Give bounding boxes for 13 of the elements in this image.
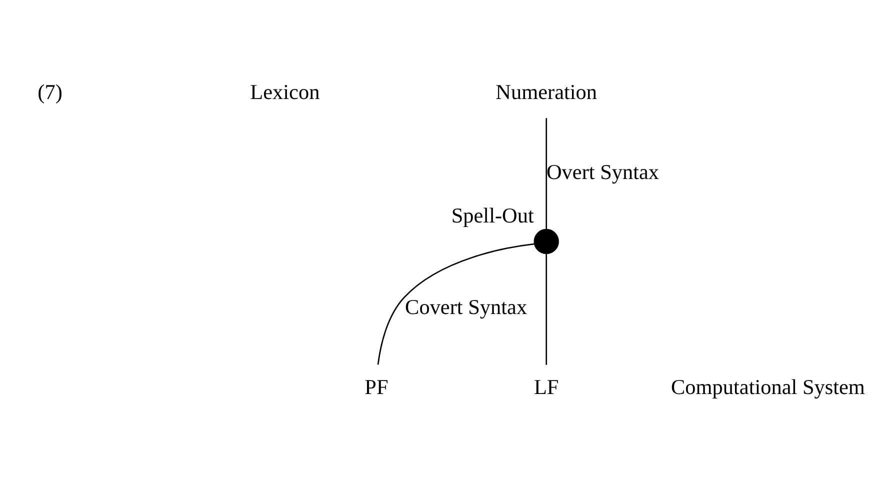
node-circle	[534, 228, 559, 254]
edge-label: Covert Syntax	[405, 294, 528, 319]
label: Computational System	[671, 374, 865, 398]
connector	[377, 242, 535, 364]
node-label: Spell-Out	[451, 203, 534, 228]
node-text: LF	[534, 374, 559, 398]
node-text: Numeration	[496, 80, 598, 104]
label: (7)	[38, 80, 62, 104]
edge-label: Overt Syntax	[546, 159, 660, 184]
connector	[546, 118, 548, 229]
node-text: PF	[364, 374, 388, 398]
connector	[546, 253, 548, 364]
label: Lexicon	[250, 80, 320, 104]
